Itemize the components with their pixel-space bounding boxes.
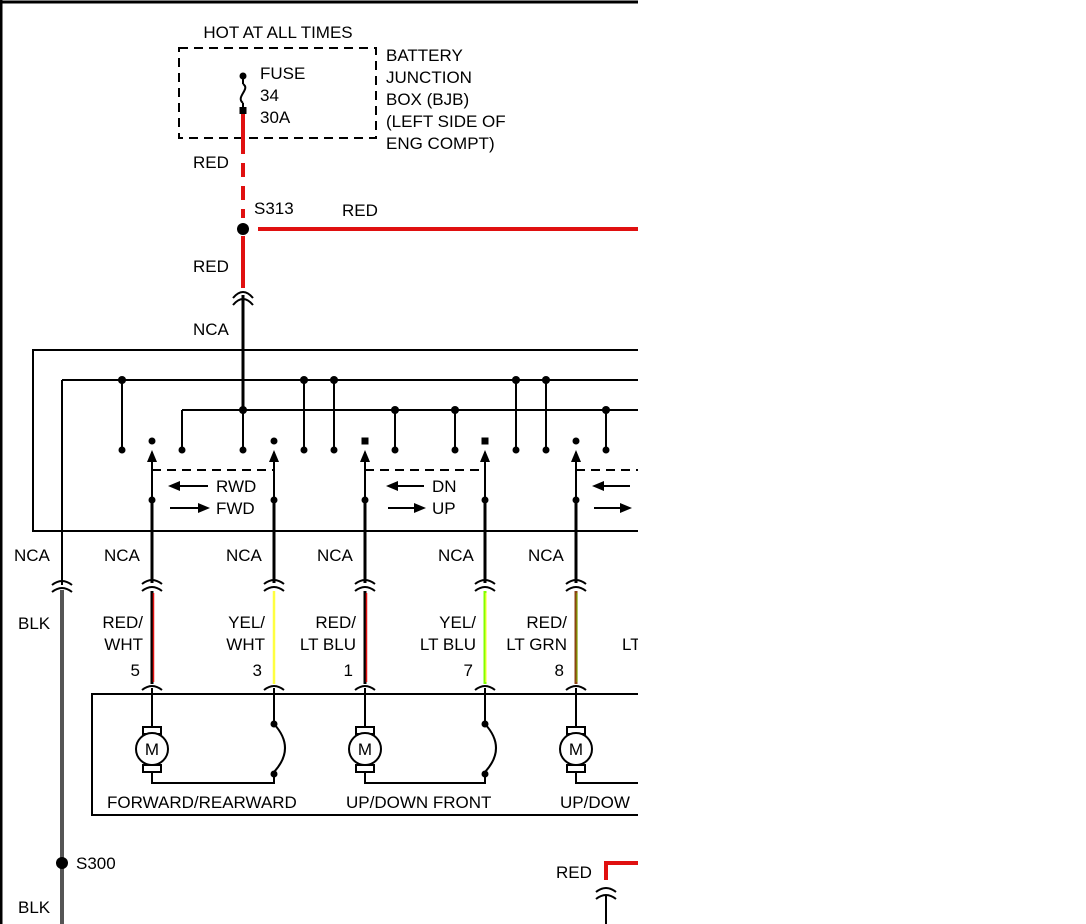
feed-connector-nca: NCA (193, 320, 230, 339)
wire-5-color-line1: RED/ (102, 613, 143, 632)
wire-8-pin: 8 (555, 661, 564, 680)
arrow-up (388, 503, 426, 513)
arrow-third-right (594, 503, 632, 513)
motor-up-down-front-label: UP/DOWN FRONT (346, 793, 491, 812)
connector-wire-color: RED (193, 257, 229, 276)
ground-nca-label: NCA (14, 546, 51, 565)
wire-7-color-line2: LT BLU (420, 635, 476, 654)
wire-5-color-line2: WHT (104, 635, 143, 654)
motor-forward-rearward-label: FORWARD/REARWARD (107, 793, 297, 812)
fuse-label-line1: FUSE (260, 64, 305, 83)
wire-8-color-line2: LT GRN (506, 635, 567, 654)
motor-up-down-front (348, 688, 497, 784)
bjb-label-line2: JUNCTION (386, 68, 472, 87)
fuse-label-line3: 30A (260, 108, 291, 127)
motor-1-m-symbol: M (145, 740, 159, 759)
wire-1-pin: 1 (344, 661, 353, 680)
branch-wire-color: RED (342, 201, 378, 220)
motor-wire-7 (474, 500, 496, 691)
power-contacts (178, 410, 610, 454)
fuse-out-wire-color: RED (193, 153, 229, 172)
bjb-label-line1: BATTERY (386, 46, 463, 65)
wire-5-pin: 5 (131, 661, 140, 680)
arrow-third-left (592, 481, 630, 491)
wire-3-nca: NCA (226, 546, 263, 565)
battery-junction-box-outline (178, 47, 377, 139)
bjb-label-line5: ENG COMPT) (386, 134, 495, 153)
ground-wire-color: BLK (18, 614, 51, 633)
wire-3-color-line1: YEL/ (228, 613, 265, 632)
label-rwd: RWD (216, 477, 256, 496)
motor-up-down-rear (559, 688, 638, 784)
splice-s300-dot (56, 857, 68, 869)
motor-wire-5 (141, 500, 163, 691)
wire-1-nca: NCA (317, 546, 354, 565)
cropped-right-area (638, 0, 1086, 924)
motor-3-m-symbol: M (569, 740, 583, 759)
wire-1-color-line2: LT BLU (300, 635, 356, 654)
ground-wire-color-bottom: BLK (18, 898, 51, 917)
switch-arms (147, 450, 581, 504)
label-up: UP (432, 499, 456, 518)
wire-8-color-line1: RED/ (526, 613, 567, 632)
wire-7-color-line1: YEL/ (439, 613, 476, 632)
wire-8-nca: NCA (528, 546, 565, 565)
ground-bus-junctions (118, 376, 550, 384)
motor-forward-rearward (135, 688, 286, 784)
fuse-symbol (239, 72, 247, 114)
fuse-label-line2: 34 (260, 86, 279, 105)
motor-2-m-symbol: M (358, 740, 372, 759)
switch-blade-tops (148, 437, 580, 445)
splice-s313-dot (237, 223, 249, 235)
motor-up-down-rear-label: UP/DOW (560, 793, 630, 812)
splice-s313-label: S313 (254, 199, 294, 218)
bjb-label-line3: BOX (BJB) (386, 90, 469, 109)
wire-7-nca: NCA (438, 546, 475, 565)
bottom-red-wire-color: RED (556, 863, 592, 882)
wire-3-pin: 3 (253, 661, 262, 680)
ground-connector-symbol (51, 580, 73, 593)
seat-switch-housing (32, 349, 638, 532)
red-wire-bottom-right (604, 861, 638, 880)
wire-partial-color-line2: LT (622, 635, 641, 654)
motor-wire-3 (263, 500, 285, 691)
arrow-dn (386, 481, 424, 491)
arrow-fwd (170, 503, 210, 513)
bjb-label-line4: (LEFT SIDE OF (386, 112, 506, 131)
wire-3-color-line2: WHT (226, 635, 265, 654)
bottom-connector-symbol (595, 887, 617, 924)
label-dn: DN (432, 477, 457, 496)
wire-5-nca: NCA (104, 546, 141, 565)
motor-wire-1 (354, 500, 376, 691)
motor-wire-8 (565, 500, 587, 691)
splice-s300-label: S300 (76, 854, 116, 873)
wire-1-color-line1: RED/ (315, 613, 356, 632)
wire-7-pin: 7 (464, 661, 473, 680)
label-fwd: FWD (216, 499, 255, 518)
hot-at-all-times-label: HOT AT ALL TIMES (203, 23, 352, 42)
arrow-rwd (168, 481, 208, 491)
ground-contacts (118, 380, 550, 454)
